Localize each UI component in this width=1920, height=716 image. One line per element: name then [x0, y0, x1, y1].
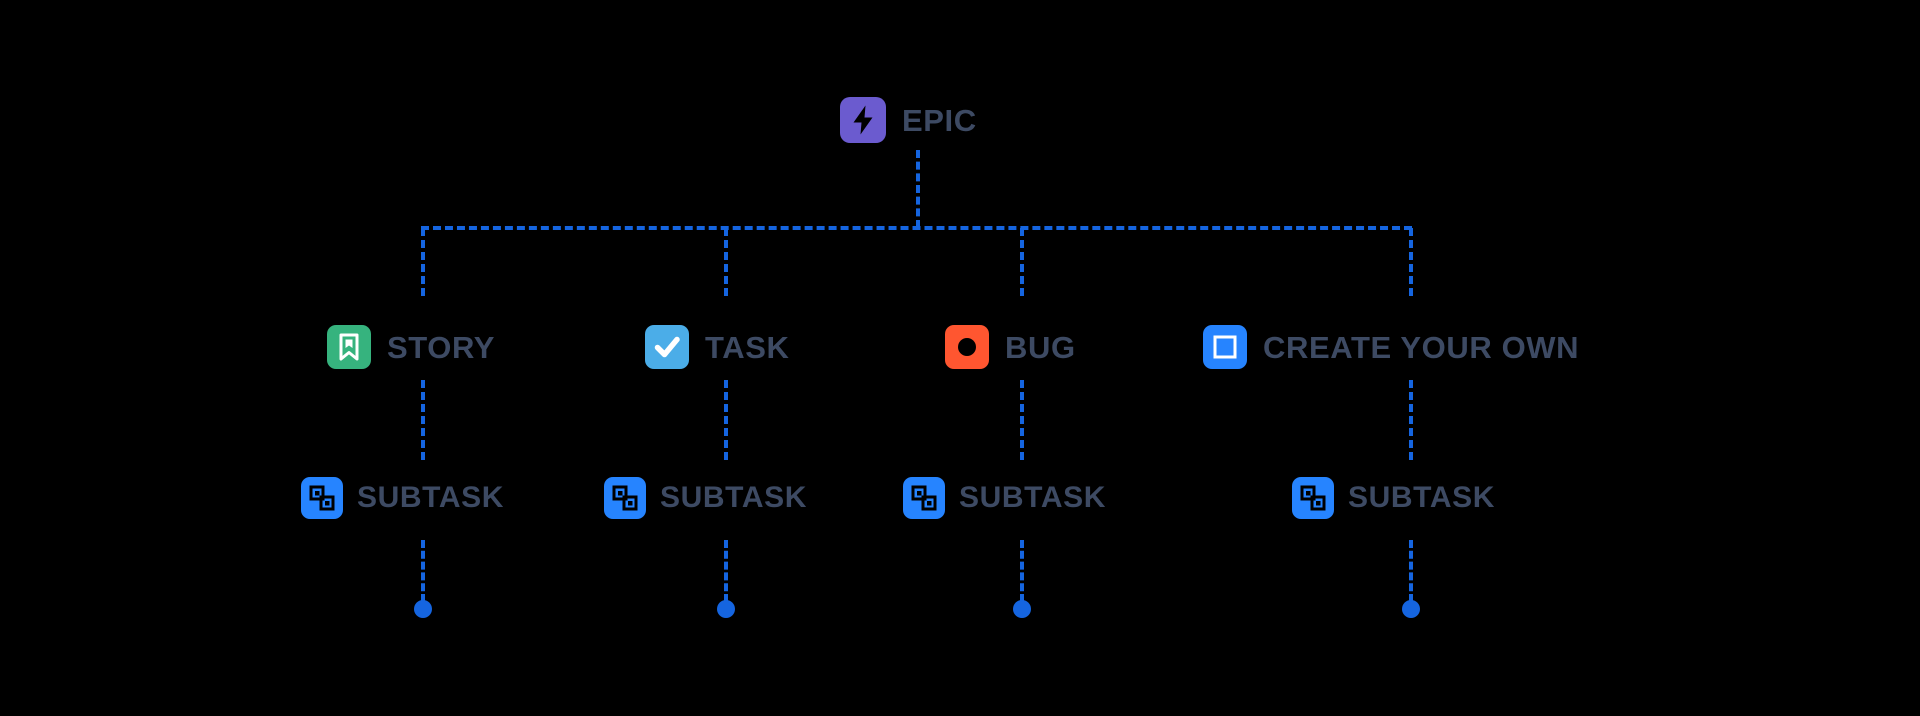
- node-bug-label: BUG: [1005, 329, 1076, 365]
- node-epic-label: EPIC: [902, 102, 977, 138]
- connector-bus-to-story: [421, 228, 425, 296]
- node-subtask-2[interactable]: SUBTASK: [604, 477, 807, 519]
- terminal-dot-subtask3: [1013, 600, 1031, 618]
- connector-task-to-subtask: [724, 380, 728, 460]
- node-subtask-3[interactable]: SUBTASK: [903, 477, 1106, 519]
- connector-subtask3-tail: [1020, 540, 1024, 602]
- story-bookmark-icon: [327, 325, 371, 369]
- task-check-icon: [645, 325, 689, 369]
- node-subtask-4[interactable]: SUBTASK: [1292, 477, 1495, 519]
- connector-custom-to-subtask: [1409, 380, 1413, 460]
- node-create-your-own[interactable]: CREATE YOUR OWN: [1203, 325, 1579, 369]
- bug-circle-icon: [945, 325, 989, 369]
- custom-square-icon: [1203, 325, 1247, 369]
- node-subtask-4-label: SUBTASK: [1348, 481, 1495, 514]
- connector-bus-to-task: [724, 228, 728, 296]
- node-story-label: STORY: [387, 329, 496, 365]
- node-subtask-3-label: SUBTASK: [959, 481, 1106, 514]
- terminal-dot-subtask1: [414, 600, 432, 618]
- subtask-squares-icon: [604, 477, 646, 519]
- connector-level2-bus: [421, 226, 1412, 230]
- node-epic[interactable]: EPIC: [840, 97, 977, 143]
- connector-bus-to-custom: [1409, 228, 1413, 296]
- connector-epic-stem: [916, 150, 920, 228]
- connector-bus-to-bug: [1020, 228, 1024, 296]
- subtask-squares-icon: [903, 477, 945, 519]
- connector-story-to-subtask: [421, 380, 425, 460]
- terminal-dot-subtask4: [1402, 600, 1420, 618]
- terminal-dot-subtask2: [717, 600, 735, 618]
- node-task-label: TASK: [705, 329, 790, 365]
- node-subtask-2-label: SUBTASK: [660, 481, 807, 514]
- node-story[interactable]: STORY: [327, 325, 495, 369]
- connector-subtask1-tail: [421, 540, 425, 602]
- subtask-squares-icon: [1292, 477, 1334, 519]
- node-bug[interactable]: BUG: [945, 325, 1076, 369]
- connector-bug-to-subtask: [1020, 380, 1024, 460]
- subtask-squares-icon: [301, 477, 343, 519]
- connector-subtask4-tail: [1409, 540, 1413, 602]
- node-subtask-1[interactable]: SUBTASK: [301, 477, 504, 519]
- node-task[interactable]: TASK: [645, 325, 790, 369]
- node-create-your-own-label: CREATE YOUR OWN: [1263, 329, 1580, 365]
- connector-subtask2-tail: [724, 540, 728, 602]
- node-subtask-1-label: SUBTASK: [357, 481, 504, 514]
- epic-lightning-icon: [840, 97, 886, 143]
